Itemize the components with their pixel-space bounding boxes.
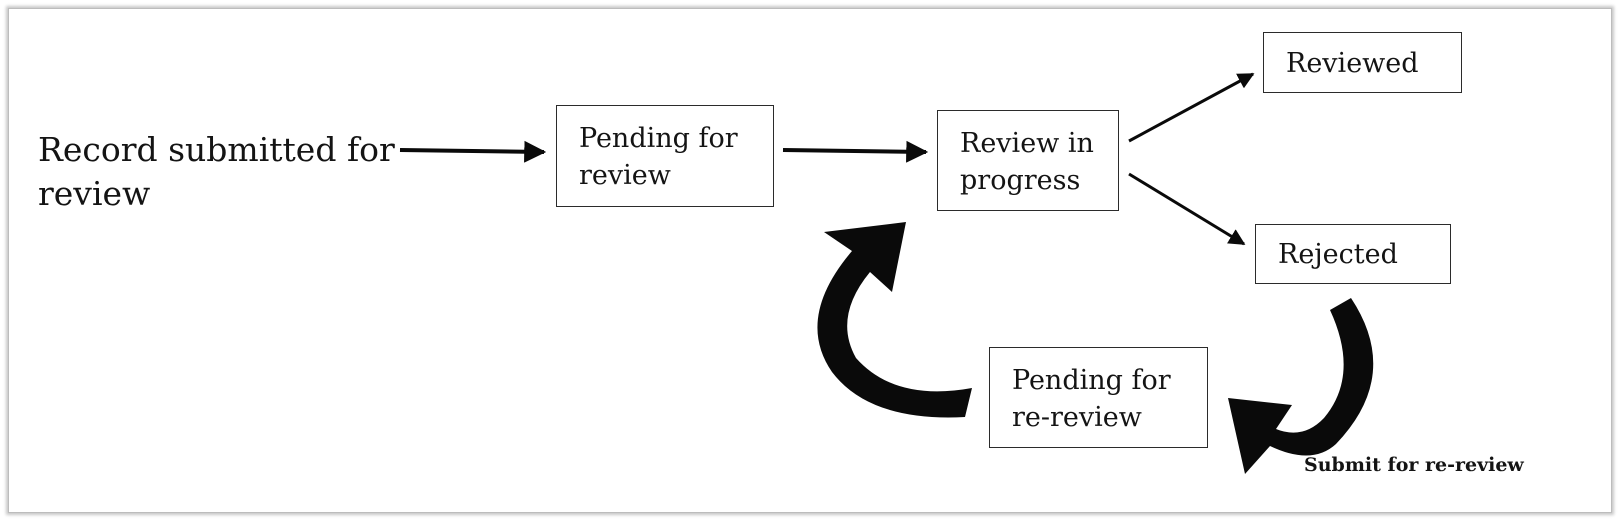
arrow-progress-to-reviewed bbox=[1128, 72, 1255, 143]
arrow-start-to-pending bbox=[399, 140, 547, 163]
node-rejected: Rejected bbox=[1255, 224, 1451, 284]
node-reviewed: Reviewed bbox=[1263, 32, 1462, 93]
node-pending-review: Pending for review bbox=[556, 105, 774, 207]
node-pending-rereview-label: Pending for re-review bbox=[1012, 365, 1171, 433]
submit-rereview-label: Submit for re-review bbox=[1304, 454, 1524, 476]
curved-arrow-rereview-to-progress bbox=[817, 222, 972, 418]
arrow-pending-to-progress bbox=[782, 140, 929, 163]
node-pending-review-label: Pending for review bbox=[579, 123, 738, 191]
arrow-progress-to-rejected bbox=[1128, 172, 1246, 246]
node-review-in-progress: Review in progress bbox=[937, 110, 1119, 211]
node-rejected-label: Rejected bbox=[1278, 239, 1398, 270]
start-label: Record submitted for review bbox=[38, 130, 395, 213]
curved-arrow-rejected-to-rereview bbox=[1228, 298, 1374, 474]
node-review-in-progress-label: Review in progress bbox=[960, 128, 1094, 196]
node-pending-rereview: Pending for re-review bbox=[989, 347, 1208, 448]
node-reviewed-label: Reviewed bbox=[1286, 48, 1419, 79]
